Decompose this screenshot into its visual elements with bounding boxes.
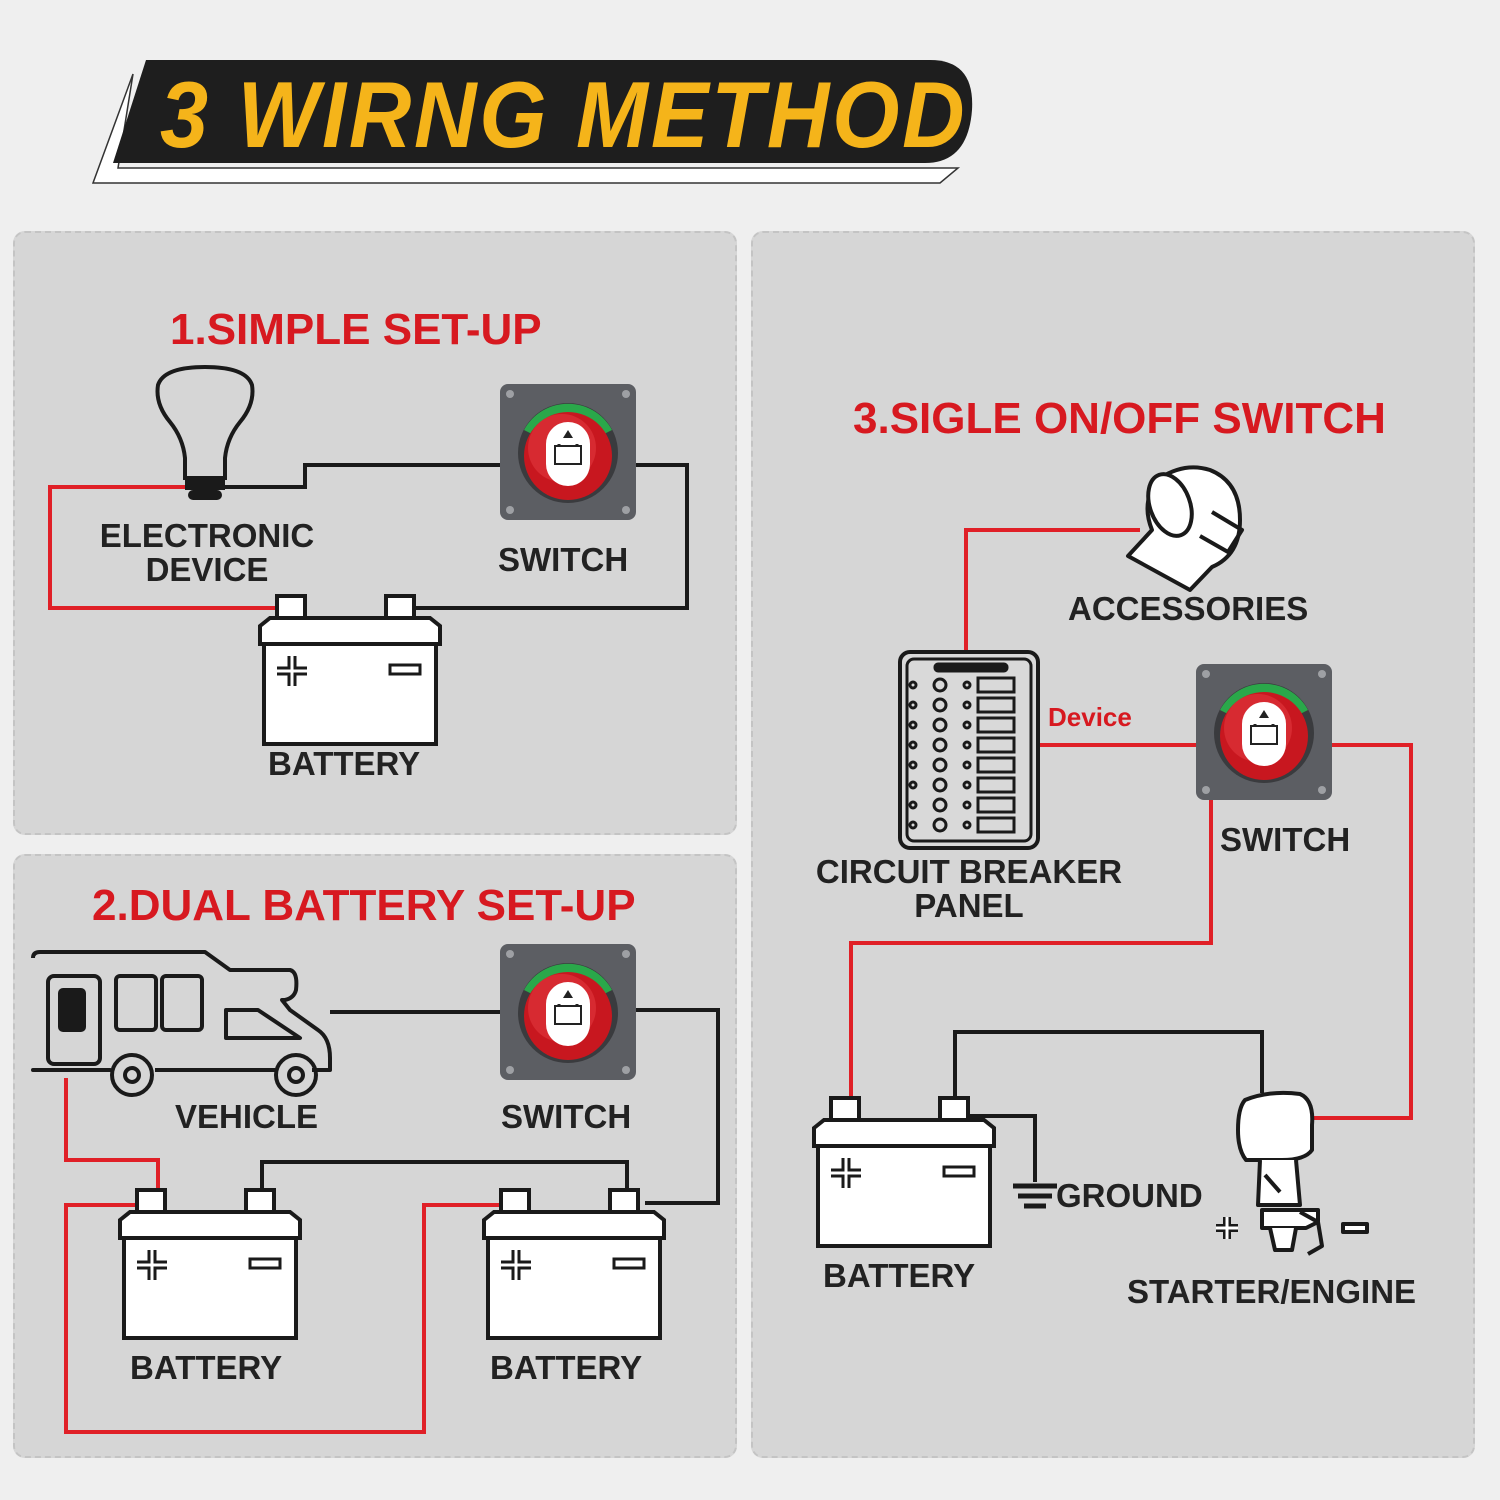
- title-banner: [91, 60, 973, 184]
- circuit-breaker-panel-icon: [898, 650, 1040, 850]
- single-switch-panel: [751, 231, 1475, 1458]
- lightbulb-icon: [155, 364, 255, 500]
- device-wire-label: Device: [1048, 702, 1132, 732]
- battery-label: BATTERY: [268, 745, 421, 782]
- switch-label: SWITCH: [498, 541, 629, 578]
- battery-icon: [484, 1190, 664, 1338]
- circuit-breaker-label: CIRCUIT BREAKER PANEL: [790, 855, 1148, 923]
- breaker-label-line2: PANEL: [914, 887, 1024, 924]
- simple-setup-title: 1.SIMPLE SET-UP: [170, 305, 542, 354]
- outboard-motor-icon: [1216, 1090, 1369, 1256]
- vehicle-label: VEHICLE: [175, 1098, 319, 1135]
- switch-label: SWITCH: [1220, 821, 1351, 858]
- battery-icon: [814, 1098, 994, 1246]
- battery-switch-icon: [1194, 662, 1334, 802]
- battery-switch-icon: [498, 942, 638, 1082]
- horn-accessory-icon: [1126, 465, 1244, 592]
- simple-setup-wiring: [48, 463, 689, 610]
- breaker-label-line1: CIRCUIT BREAKER: [815, 853, 1123, 890]
- battery-switch-icon: [498, 382, 638, 522]
- electronic-device-label: ELECTRONIC DEVICE: [80, 519, 334, 587]
- device-label-line1: ELECTRONIC: [99, 517, 315, 554]
- device-label-line2: DEVICE: [145, 551, 269, 588]
- single-switch-wiring: [849, 528, 1413, 1182]
- dual-battery-wiring: [64, 1008, 720, 1434]
- dual-battery-title: 2.DUAL BATTERY SET-UP: [92, 881, 636, 930]
- battery-icon: [260, 596, 440, 744]
- switch-label: SWITCH: [501, 1098, 632, 1135]
- rv-vehicle-icon: [31, 950, 332, 1097]
- starter-engine-label: STARTER/ENGINE: [1127, 1273, 1417, 1310]
- battery-label-2: BATTERY: [490, 1349, 643, 1386]
- ground-symbol-icon: [1013, 1183, 1057, 1209]
- battery-label-1: BATTERY: [130, 1349, 283, 1386]
- single-switch-title: 3.SIGLE ON/OFF SWITCH: [853, 394, 1386, 443]
- ground-label: GROUND: [1056, 1177, 1203, 1214]
- battery-label: BATTERY: [823, 1257, 976, 1294]
- accessories-label: ACCESSORIES: [1068, 590, 1309, 627]
- page-title: 3 WIRNG METHOD: [160, 62, 968, 167]
- battery-icon: [120, 1190, 300, 1338]
